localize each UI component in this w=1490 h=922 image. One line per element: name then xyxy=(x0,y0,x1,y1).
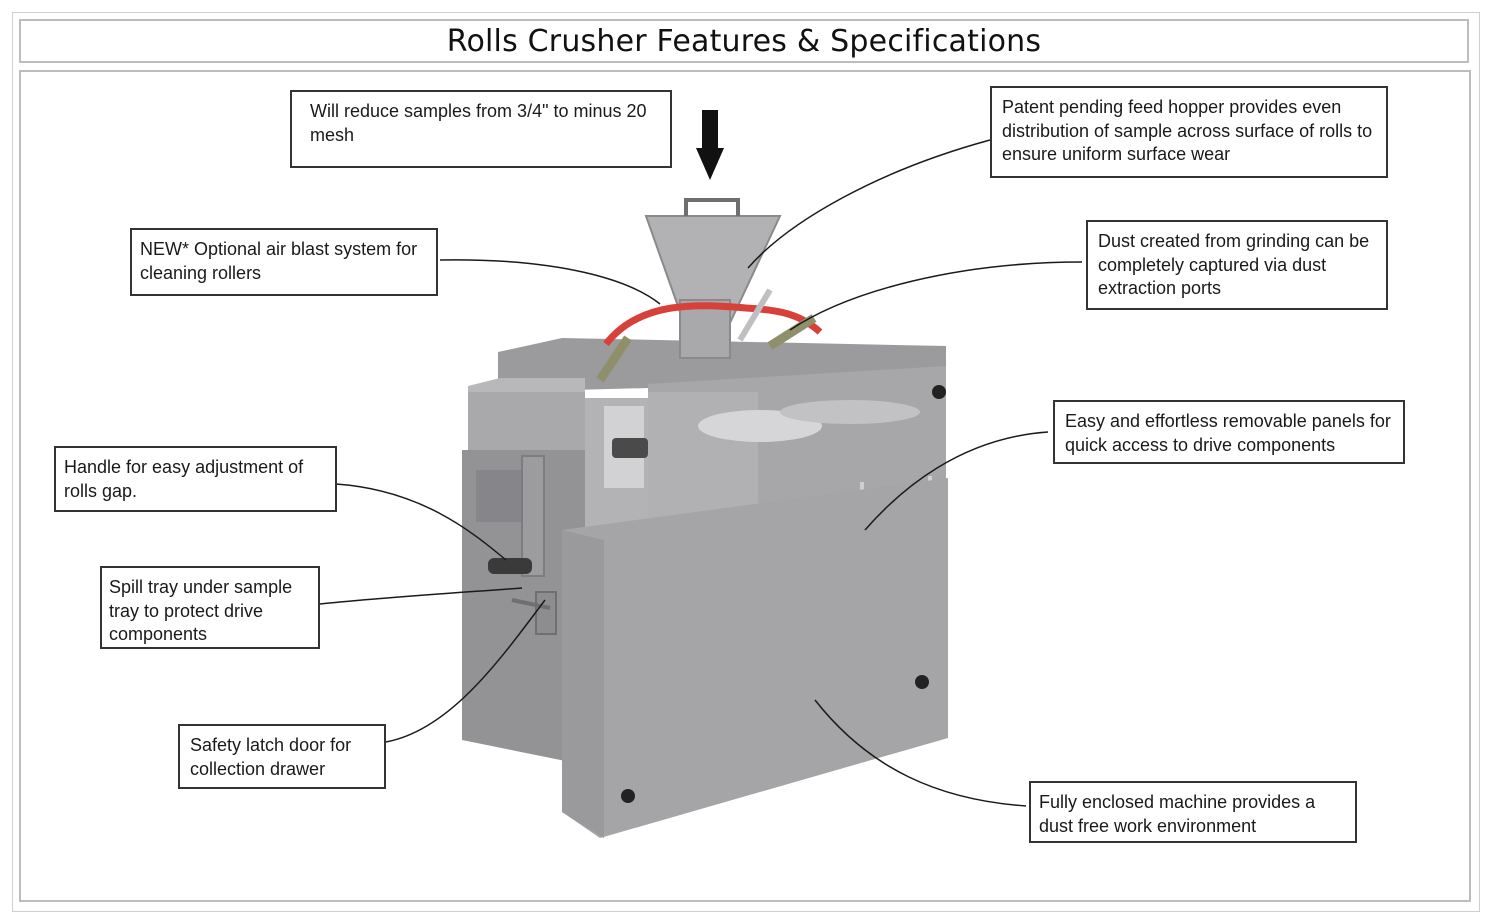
leader-panels xyxy=(864,431,1049,531)
side-bracket xyxy=(476,470,526,522)
callout-text: Handle for easy adjustment of rolls gap. xyxy=(64,457,304,501)
roll-shaft xyxy=(612,438,648,458)
callout-text: Dust created from grinding can be comple… xyxy=(1098,231,1370,298)
leader-dust xyxy=(789,261,1083,331)
leader-spill xyxy=(319,587,523,605)
adjustment-handle-bracket xyxy=(521,455,545,577)
air-nozzle-right xyxy=(767,314,817,350)
rolls-crusher-machine xyxy=(462,198,948,838)
callout-text: Easy and effortless removable panels for… xyxy=(1065,411,1391,455)
callout-text: Spill tray under sample tray to protect … xyxy=(109,577,293,644)
leader-handle xyxy=(335,483,507,561)
leader-hopper xyxy=(747,139,991,269)
callout-fully-enclosed: Fully enclosed machine provides a dust f… xyxy=(1029,781,1357,843)
adjustment-handle-knob xyxy=(488,558,532,574)
callout-text: Patent pending feed hopper provides even… xyxy=(1002,97,1373,164)
callout-text: Fully enclosed machine provides a dust f… xyxy=(1039,792,1316,836)
callout-removable-panels: Easy and effortless removable panels for… xyxy=(1053,400,1405,464)
left-block xyxy=(468,392,585,450)
latch-plate xyxy=(535,591,557,635)
air-blast-hose xyxy=(603,302,823,347)
down-arrow-icon xyxy=(696,110,724,180)
latch-bar xyxy=(511,598,551,610)
leader-enclosed xyxy=(814,699,1027,807)
callout-dust-extraction: Dust created from grinding can be comple… xyxy=(1086,220,1388,310)
hopper-handle xyxy=(684,198,740,216)
callout-reduce-samples: Will reduce samples from 3/4" to minus 2… xyxy=(290,90,672,168)
air-nozzle-left xyxy=(596,335,632,383)
leader-air-blast xyxy=(439,259,661,305)
callout-text: Will reduce samples from 3/4" to minus 2… xyxy=(310,101,647,145)
bolt xyxy=(932,385,946,399)
bolt xyxy=(621,789,635,803)
page-title: Rolls Crusher Features & Specifications xyxy=(446,23,1042,59)
callout-handle-adjustment: Handle for easy adjustment of rolls gap. xyxy=(54,446,337,512)
callout-air-blast: NEW* Optional air blast system for clean… xyxy=(130,228,438,296)
callout-text: Safety latch door for collection drawer xyxy=(190,735,352,779)
title-bar: Rolls Crusher Features & Specifications xyxy=(19,19,1469,63)
callout-spill-tray: Spill tray under sample tray to protect … xyxy=(100,566,320,649)
dust-port-pipe xyxy=(737,288,773,342)
leader-latch xyxy=(385,599,546,743)
callout-safety-latch: Safety latch door for collection drawer xyxy=(178,724,386,789)
callout-feed-hopper: Patent pending feed hopper provides even… xyxy=(990,86,1388,178)
bolt xyxy=(915,675,929,689)
front-enclosure-panel xyxy=(562,478,948,838)
front-panel-edge xyxy=(562,530,604,838)
leader-lines xyxy=(319,139,1083,807)
blurred-logo-trail xyxy=(780,400,920,424)
callout-text: NEW* Optional air blast system for clean… xyxy=(140,239,418,283)
